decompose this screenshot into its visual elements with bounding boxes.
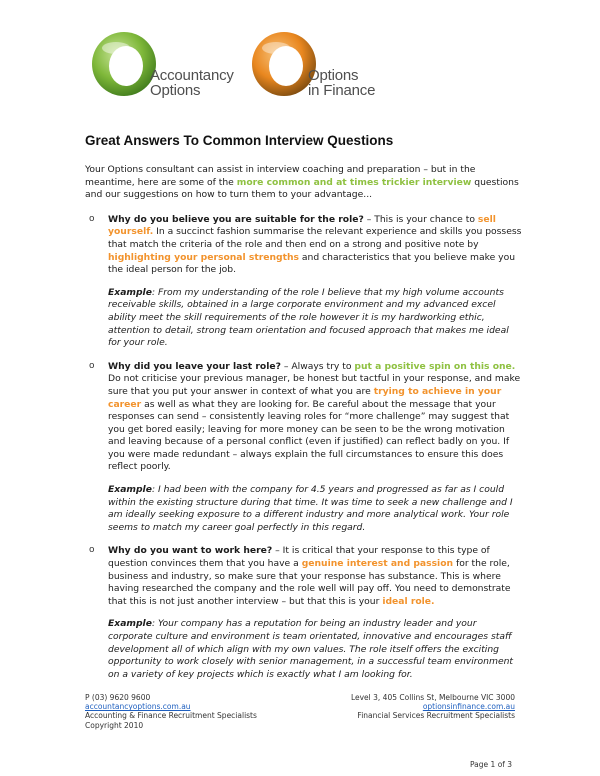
example-label: Example xyxy=(108,286,152,298)
answer-text: and characteristics that you believe mak… xyxy=(108,251,516,276)
footer-phone: P (03) 9620 9600 xyxy=(85,693,151,702)
example-text: : Your company has a reputation for bein… xyxy=(108,618,514,680)
intro-paragraph: Your Options consultant can assist in in… xyxy=(85,164,523,202)
example-answer: Example: Your company has a reputation f… xyxy=(108,618,523,681)
example-label: Example xyxy=(108,484,152,496)
footer-right: Level 3, 405 Collins St, Melbourne VIC 3… xyxy=(351,693,515,721)
options-in-finance-wordmark: Options in Finance xyxy=(308,68,375,98)
document-body: Great Answers To Common Interview Questi… xyxy=(85,133,523,692)
answer-text: – It is critical that your response to t… xyxy=(108,545,490,570)
question-title: Why do you believe you are suitable for … xyxy=(108,213,364,225)
answer-text: – This is your chance to xyxy=(363,213,478,225)
question-list: o Why do you believe you are suitable for… xyxy=(85,214,523,682)
intro-text-2: questions and our suggestions on how to … xyxy=(85,176,519,201)
answer-highlight: put a positive spin on this one. xyxy=(354,360,516,372)
example-answer: Example: I had been with the company for… xyxy=(108,484,523,534)
footer-left: P (03) 9620 9600 accountancyoptions.com.… xyxy=(85,693,257,730)
intro-highlight: more common and at times trickier interv… xyxy=(236,176,472,188)
answer-text: – Always try to xyxy=(280,360,355,372)
question-paragraph: Why do you want to work here? – It is cr… xyxy=(108,545,523,608)
bullet-circle-icon: o xyxy=(89,213,95,224)
footer-site-link-finance[interactable]: optionsinfinance.com.au xyxy=(422,702,515,712)
answer-highlight: ideal role. xyxy=(382,595,435,607)
footer-address: Level 3, 405 Collins St, Melbourne VIC 3… xyxy=(350,693,515,702)
logo2-line1: Options xyxy=(308,67,359,84)
page-number: Page 1 of 3 xyxy=(470,760,513,769)
page-title: Great Answers To Common Interview Questi… xyxy=(85,133,394,148)
question-item: o Why do you want to work here? – It is c… xyxy=(85,545,523,681)
example-text: : From my understanding of the role I be… xyxy=(108,286,509,349)
logo1-line1: Accountancy xyxy=(150,67,234,84)
example-label: Example xyxy=(108,618,152,630)
intro-text-1: Your Options consultant can assist in in… xyxy=(85,164,476,188)
question-title: Why do you want to work here? xyxy=(108,545,273,557)
logo2-line2: in Finance xyxy=(308,82,376,99)
accountancy-options-ring-logo-icon xyxy=(92,32,156,96)
answer-text: as well as what they are looking for. Be… xyxy=(108,398,510,473)
question-title: Why did you leave your last role? xyxy=(108,360,281,372)
question-item: o Why do you believe you are suitable for… xyxy=(85,214,523,350)
header-logos: Accountancy Options Options in Finance xyxy=(86,24,526,116)
question-paragraph: Why do you believe you are suitable for … xyxy=(108,214,523,277)
answer-highlight: sell yourself. xyxy=(108,213,496,238)
footer-tagline-right: Financial Services Recruitment Specialis… xyxy=(357,711,515,721)
question-item: o Why did you leave your last role? – Alw… xyxy=(85,361,523,535)
options-in-finance-ring-logo-icon xyxy=(252,32,316,96)
question-paragraph: Why did you leave your last role? – Alwa… xyxy=(108,361,523,474)
footer-tagline-left: Accounting & Finance Recruitment Special… xyxy=(85,711,257,721)
answer-text: In a succinct fashion summarise the rele… xyxy=(108,226,522,250)
example-text: : I had been with the company for 4.5 ye… xyxy=(108,484,513,533)
logo1-line2: Options xyxy=(150,82,201,99)
bullet-circle-icon: o xyxy=(89,360,95,371)
answer-highlight: highlighting your personal strengths xyxy=(108,251,299,263)
example-answer: Example: From my understanding of the ro… xyxy=(108,287,523,350)
footer-site-link-accountancy[interactable]: accountancyoptions.com.au xyxy=(85,702,191,712)
answer-text: Do not criticise your previous manager, … xyxy=(108,373,521,397)
answer-text: for the role, business and industry, so … xyxy=(108,558,511,607)
answer-highlight: trying to achieve in your career xyxy=(108,385,502,410)
footer-copyright: Copyright 2010 xyxy=(85,720,144,730)
accountancy-options-wordmark: Accountancy Options xyxy=(150,68,234,98)
bullet-circle-icon: o xyxy=(89,545,95,556)
answer-highlight: genuine interest and passion xyxy=(301,558,454,570)
